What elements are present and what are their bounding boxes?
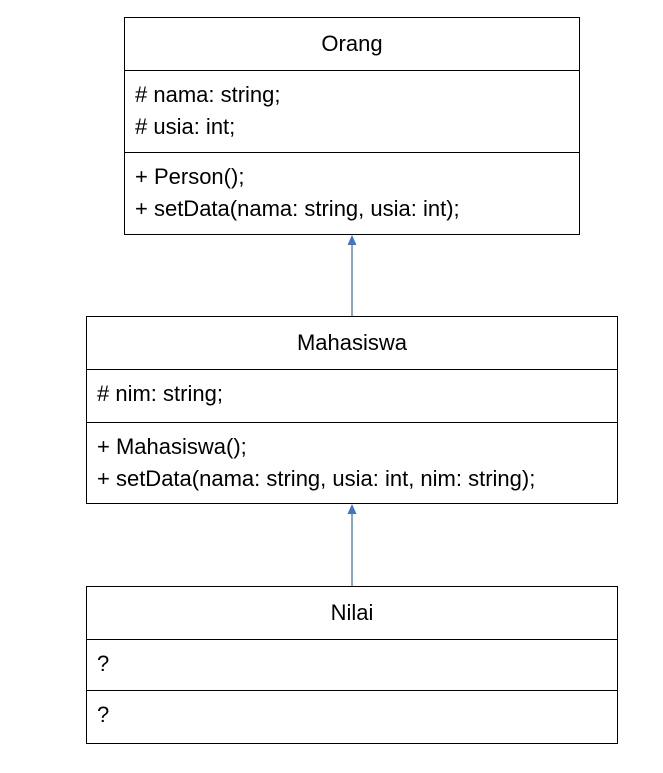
methods-nilai: ? — [87, 690, 617, 742]
attributes-orang: # nama: string; # usia: int; — [125, 70, 579, 152]
arrowhead-orang — [347, 235, 357, 245]
attribute-nim: # nim: string; — [97, 381, 223, 406]
method-mahasiswa: + Mahasiswa(); — [97, 434, 247, 459]
class-nilai: Nilai ? ? — [86, 586, 618, 744]
class-orang: Orang # nama: string; # usia: int; + Per… — [124, 17, 580, 235]
attributes-nilai: ? — [87, 639, 617, 690]
methods-orang: + Person(); + setData(nama: string, usia… — [125, 152, 579, 234]
class-name-nilai: Nilai — [330, 600, 374, 625]
method-unknown: ? — [97, 702, 110, 727]
arrowhead-mahasiswa — [347, 504, 357, 514]
class-name-orang: Orang — [321, 31, 383, 56]
attribute-usia: # usia: int; — [135, 114, 236, 139]
method-person: + Person(); — [135, 164, 245, 189]
method-setdata-mahasiswa: + setData(nama: string, usia: int, nim: … — [97, 466, 536, 491]
methods-mahasiswa: + Mahasiswa(); + setData(nama: string, u… — [87, 422, 617, 502]
class-mahasiswa: Mahasiswa # nim: string; + Mahasiswa(); … — [86, 316, 618, 504]
attribute-unknown: ? — [97, 651, 110, 676]
method-setdata-orang: + setData(nama: string, usia: int); — [135, 196, 460, 221]
class-name-mahasiswa: Mahasiswa — [296, 330, 408, 355]
attributes-mahasiswa: # nim: string; — [87, 369, 617, 422]
attribute-nama: # nama: string; — [135, 82, 281, 107]
